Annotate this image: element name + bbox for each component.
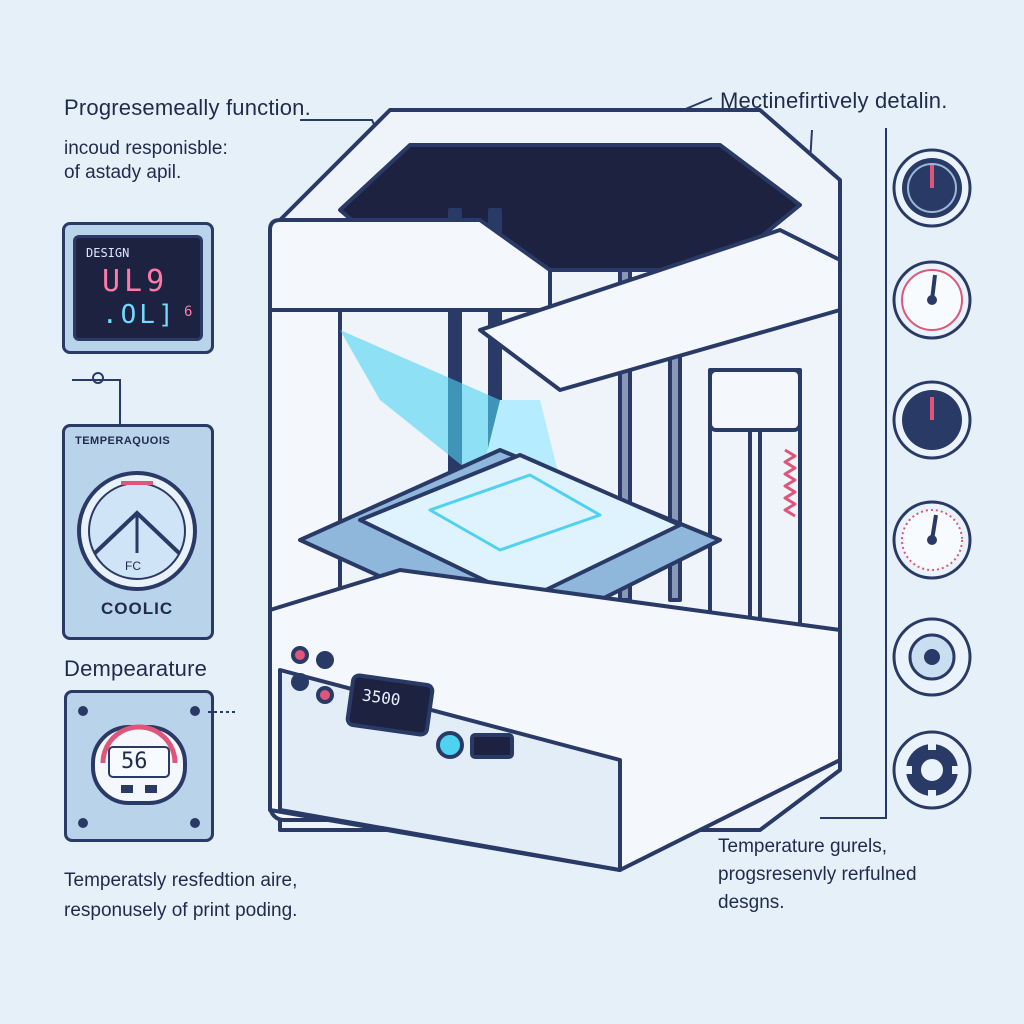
temperature-caption: COOLIC	[101, 599, 174, 618]
bottom-left-line1: Temperatsly resfedtion aire,	[64, 870, 298, 891]
design-lcd-value: UL9	[102, 264, 169, 299]
gauge-1	[892, 148, 972, 228]
gauge-3	[892, 380, 972, 460]
bottom-right-line1: Temperature gurels,	[718, 836, 887, 857]
gauge-4	[892, 500, 972, 580]
design-lcd-value2: .OL]	[102, 300, 177, 330]
printer-illustration	[268, 108, 842, 872]
temp-readout-value: 56	[121, 749, 148, 774]
temp-readout-dial	[78, 706, 200, 828]
temperature-dial	[77, 471, 197, 591]
knob-5	[892, 617, 972, 697]
bottom-left-line2: responusely of print poding.	[64, 900, 298, 921]
temp-readout-panel: 56	[64, 690, 214, 842]
design-lcd-label: DESIGN	[86, 246, 130, 260]
bottom-right-line2: progsresenvly rerfulned	[718, 864, 917, 885]
bottom-right-line3: desgns.	[718, 892, 785, 913]
top-left-sub-line1: incoud responisble:	[64, 138, 228, 159]
gear-6	[892, 730, 972, 810]
temperature-gauge-title: TEMPERAQUOIS	[75, 435, 171, 447]
temperature-gauge-panel: TEMPERAQUOIS FC COOLIC	[62, 424, 214, 640]
design-lcd-suffix: 6	[184, 304, 193, 320]
design-display-panel: DESIGN UL9 .OL] 6	[62, 222, 214, 354]
top-left-title: Progresemeally function.	[64, 95, 311, 120]
top-left-sub-line2: of astady apil.	[64, 162, 182, 183]
left-mid-title: Dempearature	[64, 656, 208, 681]
design-lcd: DESIGN UL9 .OL] 6	[73, 235, 203, 341]
temperature-unit: FC	[125, 559, 141, 573]
gauge-2	[892, 260, 972, 340]
